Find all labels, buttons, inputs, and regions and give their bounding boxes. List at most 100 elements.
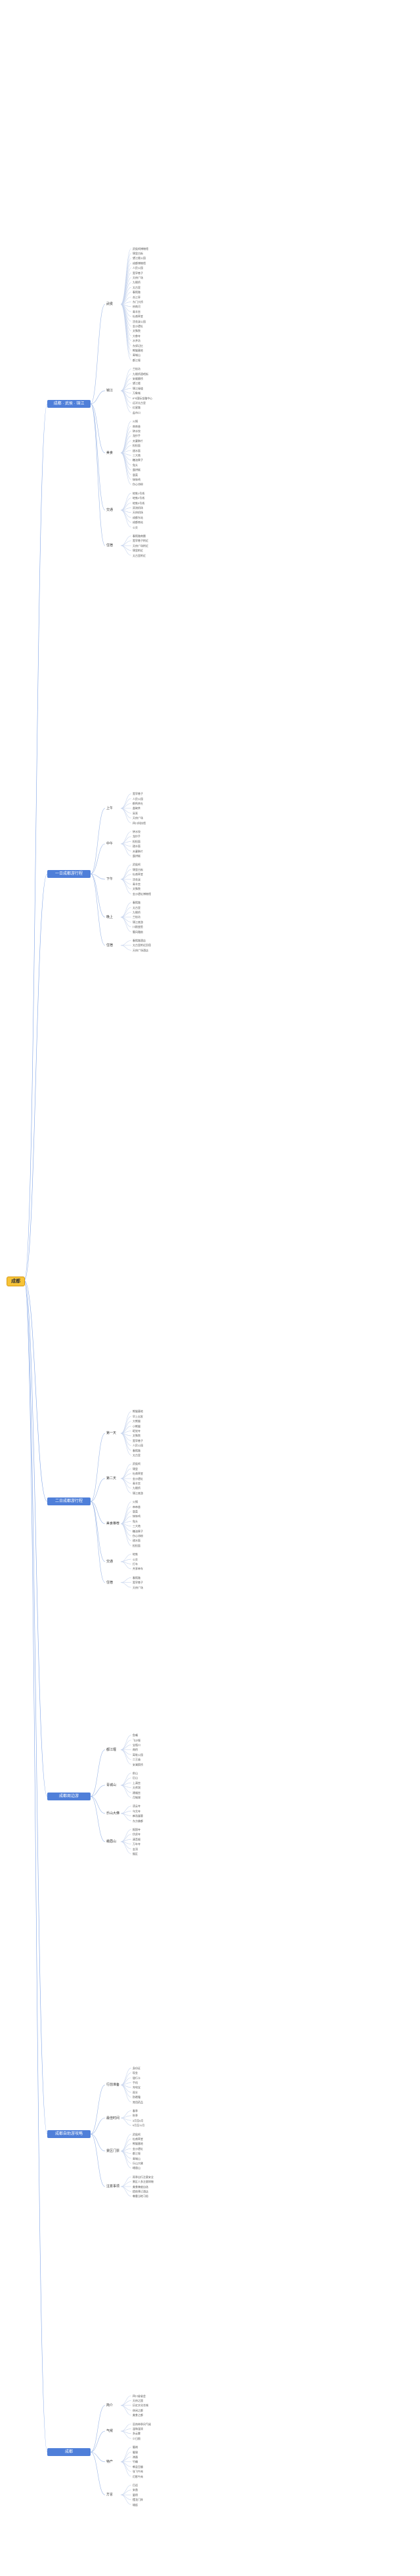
leaf-node[interactable]: 人民公园: [133, 266, 143, 270]
leaf-node[interactable]: 地铁2号线: [133, 496, 145, 500]
leaf-node[interactable]: 9月至11月: [133, 2124, 145, 2128]
leaf-node[interactable]: 太古里: [133, 285, 140, 289]
leaf-node[interactable]: 盖碗茶: [133, 806, 140, 810]
leaf-node[interactable]: 龙抄手: [133, 434, 140, 438]
leaf-node[interactable]: 四川省省会: [133, 2394, 146, 2398]
leaf-node[interactable]: 都江堰: [133, 2152, 140, 2156]
leaf-node[interactable]: 锦里: [133, 1467, 138, 1471]
leaf-node[interactable]: 糖油果子: [133, 458, 143, 462]
leaf-node[interactable]: 安澜索桥: [133, 1762, 143, 1766]
leaf-node[interactable]: 张飞牛肉: [133, 2470, 143, 2474]
leaf-node[interactable]: 伤心凉粉: [133, 483, 143, 486]
topic-node[interactable]: 景区门票: [106, 2149, 120, 2153]
leaf-node[interactable]: 合江亭: [133, 295, 140, 299]
leaf-node[interactable]: 蜀锦: [133, 2450, 138, 2454]
leaf-node[interactable]: 武侯祠: [133, 2132, 140, 2136]
leaf-node[interactable]: 大慈寺: [133, 334, 140, 338]
leaf-node[interactable]: 锦里古街: [133, 867, 143, 871]
leaf-node[interactable]: 青羊宫: [133, 1482, 140, 1485]
leaf-node[interactable]: 武侯祠: [133, 863, 140, 867]
leaf-node[interactable]: 摆龙门阵: [133, 2498, 143, 2502]
leaf-node[interactable]: 串串香: [133, 1505, 140, 1509]
leaf-node[interactable]: 锦江绿道: [133, 386, 143, 390]
leaf-node[interactable]: 成都东站: [133, 515, 143, 519]
leaf-node[interactable]: 小熊猫: [133, 1424, 140, 1428]
topic-node[interactable]: 住宿: [106, 1580, 114, 1585]
leaf-node[interactable]: 春熙路: [133, 290, 140, 294]
leaf-node[interactable]: 冒菜: [133, 1510, 138, 1513]
topic-node[interactable]: 都江堰: [106, 1747, 117, 1752]
leaf-node[interactable]: 灯影牛肉: [133, 2474, 143, 2478]
topic-node[interactable]: 美食: [106, 450, 114, 455]
topic-node[interactable]: 峨眉山: [106, 1839, 117, 1844]
topic-node[interactable]: 方言: [106, 2493, 114, 2497]
topic-node[interactable]: 行前准备: [106, 2083, 120, 2088]
leaf-node[interactable]: 美食之都: [133, 2413, 143, 2417]
leaf-node[interactable]: 杜甫草堂: [133, 2137, 143, 2141]
topic-node[interactable]: 下午: [106, 877, 114, 882]
topic-node[interactable]: 第一天: [106, 1431, 117, 1436]
topic-node[interactable]: 乐山大佛: [106, 1811, 120, 1815]
branch-node[interactable]: 成都自助游攻略: [47, 2130, 91, 2138]
leaf-node[interactable]: 共享单车: [133, 1567, 143, 1571]
leaf-node[interactable]: 青羊宫: [133, 309, 140, 313]
leaf-node[interactable]: 月城湖: [133, 1795, 140, 1799]
leaf-node[interactable]: 报国寺: [133, 1827, 140, 1831]
leaf-node[interactable]: 盐市口: [133, 410, 140, 414]
leaf-node[interactable]: 龙抄手: [133, 835, 140, 839]
leaf-node[interactable]: 公交: [133, 1557, 138, 1561]
leaf-node[interactable]: 天府之国: [133, 2398, 143, 2402]
leaf-node[interactable]: 公交: [133, 525, 138, 529]
leaf-node[interactable]: 金沙遗址: [133, 1476, 143, 1480]
leaf-node[interactable]: 望江楼: [133, 382, 140, 386]
leaf-node[interactable]: 青羊宫: [133, 882, 140, 886]
leaf-node[interactable]: 太古里: [133, 1454, 140, 1457]
leaf-node[interactable]: 蜀风雅韵: [133, 930, 143, 934]
topic-node[interactable]: 特产: [106, 2459, 114, 2464]
leaf-node[interactable]: 春熙路: [133, 1448, 140, 1452]
leaf-node[interactable]: 伤心凉粉: [133, 1534, 143, 1537]
leaf-node[interactable]: 春熙路酒店: [133, 939, 146, 942]
branch-node[interactable]: 二日成都游行程: [47, 1497, 91, 1505]
leaf-node[interactable]: 地铁1号线: [133, 491, 145, 495]
leaf-node[interactable]: 夫妻肺片: [133, 849, 143, 853]
topic-node[interactable]: 简介: [106, 2403, 114, 2408]
leaf-node[interactable]: 东郊记忆: [133, 344, 143, 347]
leaf-node[interactable]: 青城山: [133, 2156, 140, 2160]
leaf-node[interactable]: 冒菜: [133, 473, 138, 477]
leaf-node[interactable]: 川剧变脸: [133, 925, 143, 929]
topic-node[interactable]: 最佳时间: [106, 2116, 120, 2120]
leaf-node[interactable]: 太古里附近: [133, 553, 146, 557]
leaf-node[interactable]: 文殊院: [133, 1434, 140, 1438]
leaf-node[interactable]: 火锅: [133, 420, 138, 424]
leaf-node[interactable]: 甜水面: [133, 448, 140, 452]
topic-node[interactable]: 上午: [106, 806, 114, 810]
leaf-node[interactable]: 天府广场酒店: [133, 948, 148, 952]
leaf-node[interactable]: 东方佛都: [133, 1819, 143, 1823]
leaf-node[interactable]: 火锅: [133, 1500, 138, 1504]
leaf-node[interactable]: 郫县豆瓣: [133, 2465, 143, 2468]
leaf-node[interactable]: 漆器: [133, 2455, 138, 2459]
leaf-node[interactable]: 宽窄巷子: [133, 1581, 143, 1585]
leaf-node[interactable]: 远洋太古里: [133, 401, 146, 405]
leaf-node[interactable]: 锦里古街: [133, 251, 143, 255]
leaf-node[interactable]: 雨伞: [133, 2090, 138, 2094]
leaf-node[interactable]: 熊猫基地: [133, 1410, 143, 1414]
leaf-node[interactable]: 手机: [133, 2080, 138, 2084]
leaf-node[interactable]: 身份证: [133, 2066, 140, 2070]
leaf-node[interactable]: 武侯祠博物馆: [133, 247, 148, 250]
leaf-node[interactable]: 伏虎寺: [133, 1833, 140, 1836]
topic-node[interactable]: 中午: [106, 842, 114, 846]
leaf-node[interactable]: 锦江夜游: [133, 920, 143, 924]
leaf-node[interactable]: 要得: [133, 2493, 138, 2497]
leaf-node[interactable]: 夫妻肺片: [133, 439, 143, 443]
topic-node[interactable]: 锦江: [106, 388, 114, 393]
topic-node[interactable]: 住宿: [106, 544, 114, 548]
topic-node[interactable]: 晚上: [106, 915, 114, 919]
topic-node[interactable]: 注意事项: [106, 2185, 120, 2189]
topic-node[interactable]: 住宿: [106, 943, 114, 947]
leaf-node[interactable]: 杜甫草堂: [133, 1472, 143, 1476]
leaf-node[interactable]: 金沙遗址: [133, 2147, 143, 2150]
leaf-node[interactable]: 美食辣度自选: [133, 2185, 148, 2189]
leaf-node[interactable]: 成都博物馆: [133, 261, 146, 265]
